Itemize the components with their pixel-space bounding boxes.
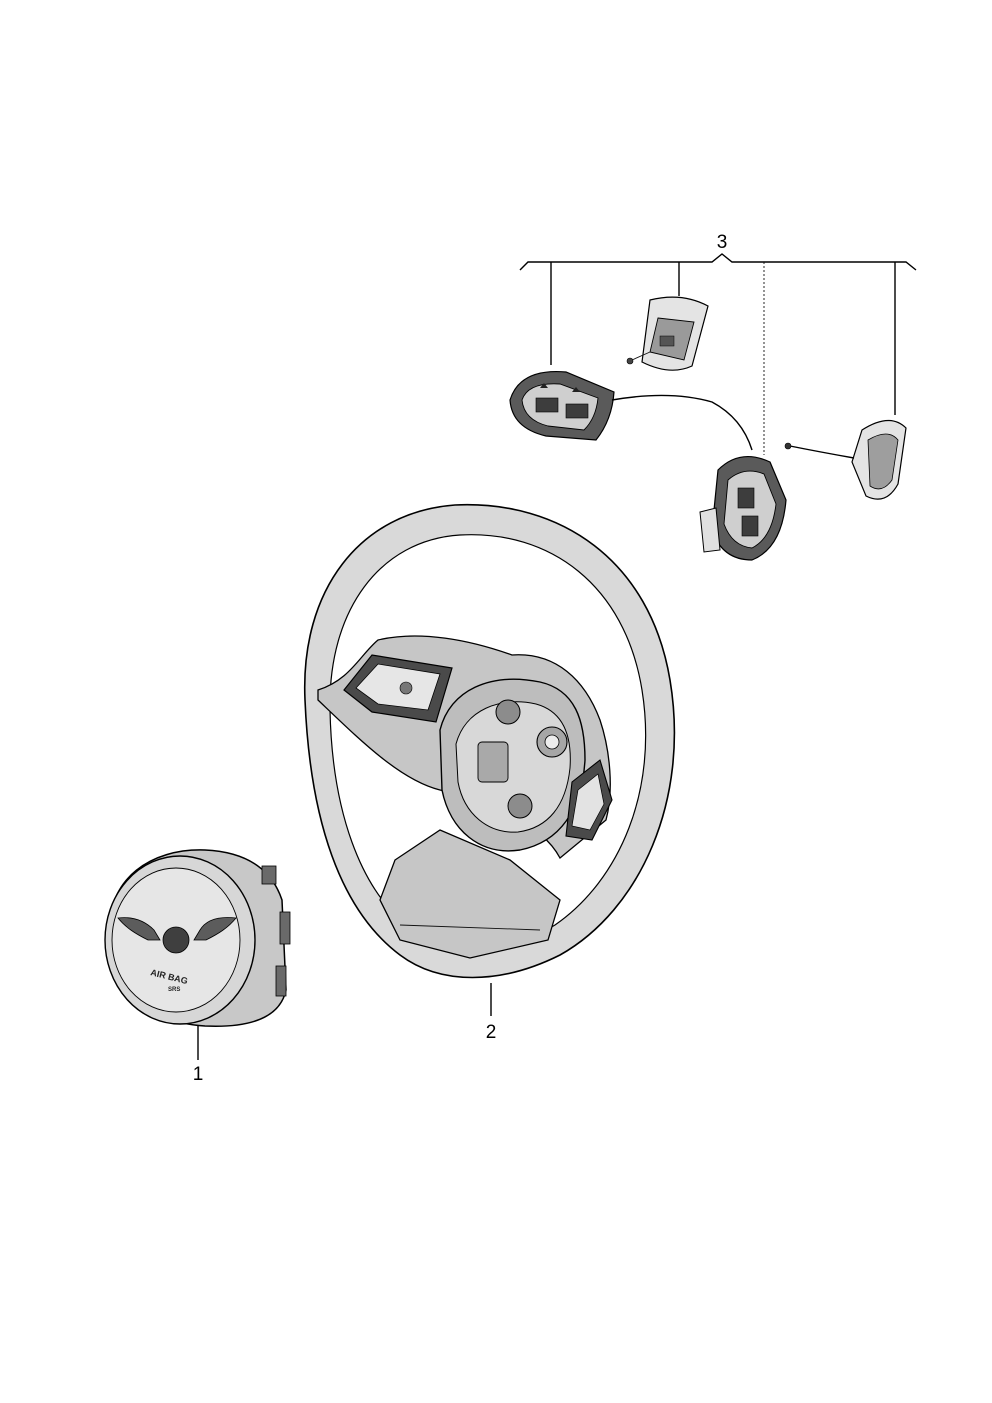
airbag-module: [104, 849, 291, 1060]
steering-wheel: [303, 503, 676, 1016]
emblem-left-wing: [117, 917, 161, 941]
airbag-sub-label: SRS: [168, 987, 180, 993]
callout-2: 2: [486, 1022, 497, 1043]
emblem-right-wing: [193, 917, 237, 941]
callout-3: 3: [717, 232, 728, 253]
callout-1: 1: [193, 1064, 204, 1085]
group-bracket: [519, 253, 917, 271]
paddle-module: [784, 419, 907, 500]
right-switch-module: [699, 455, 787, 561]
emblem-badge: [162, 926, 190, 954]
part-3-group: [509, 253, 917, 561]
left-switch-module: [509, 370, 753, 451]
switch-cover-module: [626, 296, 709, 371]
